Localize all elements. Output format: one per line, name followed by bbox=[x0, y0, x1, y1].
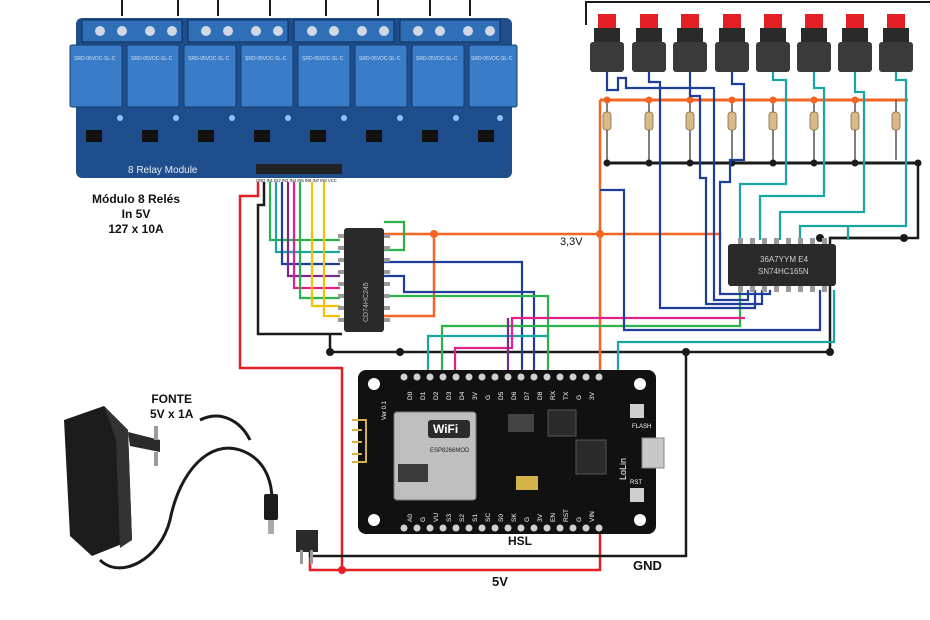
pin-label-top: D6 bbox=[511, 391, 518, 400]
push-buttons bbox=[590, 14, 913, 72]
push-button bbox=[838, 14, 872, 72]
push-button bbox=[715, 14, 749, 72]
pin-label-bottom: G bbox=[576, 517, 583, 522]
lolin-label: LoLin bbox=[618, 458, 628, 480]
relay-blocks bbox=[69, 44, 518, 108]
dc-jack bbox=[296, 530, 318, 564]
esp-module-name: ESP8266MOD bbox=[430, 448, 470, 454]
svg-text:SRD-05VDC-SL-C: SRD-05VDC-SL-C bbox=[245, 56, 287, 62]
relay-caption-line1: Módulo 8 Relés bbox=[92, 192, 181, 206]
pin-label-bottom: EN bbox=[550, 513, 557, 522]
svg-text:SRD-05VDC-SL-C: SRD-05VDC-SL-C bbox=[131, 56, 173, 62]
resistor-bodies bbox=[602, 111, 901, 131]
version-label: Ver 0.1 bbox=[382, 400, 388, 420]
pin-label-bottom: S2 bbox=[459, 514, 466, 522]
relay-terminals bbox=[81, 19, 501, 43]
pin-label-bottom: 3V bbox=[537, 513, 544, 522]
relay-load-lines bbox=[121, 0, 471, 16]
pin-label-top: G bbox=[576, 395, 583, 400]
pin-label-top: 3V bbox=[589, 391, 596, 400]
board-hsl-label: HSL bbox=[508, 534, 532, 548]
push-button bbox=[879, 14, 913, 72]
voltage-3v3-label: 3,3V bbox=[560, 236, 583, 248]
rst-button bbox=[630, 488, 644, 502]
fonte-caption-line2: 5V x 1A bbox=[150, 407, 194, 421]
pin-label-bottom: S1 bbox=[472, 514, 479, 522]
push-button bbox=[797, 14, 831, 72]
svg-text:SRD-05VDC-SL-C: SRD-05VDC-SL-C bbox=[188, 56, 230, 62]
svg-text:SRD-05VDC-SL-C: SRD-05VDC-SL-C bbox=[302, 56, 344, 62]
pin-label-bottom: VIN bbox=[589, 511, 596, 522]
push-button bbox=[590, 14, 624, 72]
push-button bbox=[756, 14, 790, 72]
usb-port bbox=[641, 437, 665, 469]
button-top-wire bbox=[585, 1, 930, 25]
gnd-label: GND bbox=[633, 558, 662, 573]
pin-label-bottom: SC bbox=[485, 513, 492, 522]
svg-text:SRD-05VDC-SL-C: SRD-05VDC-SL-C bbox=[471, 56, 513, 62]
push-button bbox=[673, 14, 707, 72]
pin-label-top: D5 bbox=[498, 391, 505, 400]
pin-label-top: D2 bbox=[433, 391, 440, 400]
relay-module: SRD-05VDC-SL-C SRD-05VDC-SL-C SRD-05VDC-… bbox=[69, 18, 518, 183]
fonte-caption-line1: FONTE bbox=[151, 392, 193, 406]
pin-label-bottom: G bbox=[420, 517, 427, 522]
pin-label-top: D8 bbox=[537, 391, 544, 400]
relay-module-caption: Módulo 8 Relés In 5V 127 x 10A bbox=[92, 192, 180, 237]
level-shifter-ic: CD74HC245 bbox=[338, 228, 390, 332]
relay-module-title: 8 Relay Module bbox=[128, 165, 198, 176]
pin-label-top: RX bbox=[550, 390, 557, 400]
power-supply-caption: FONTE 5V x 1A bbox=[150, 392, 193, 422]
pin-label-top: D1 bbox=[420, 391, 427, 400]
nodemcu-board: D0 D1 D2 D3 D4 3V G D5 D6 D7 D8 RX TX G … bbox=[352, 370, 665, 534]
pin-label-bottom: VU bbox=[433, 513, 440, 522]
svg-text:SRD-05VDC-SL-C: SRD-05VDC-SL-C bbox=[416, 56, 458, 62]
power-supply bbox=[64, 406, 278, 570]
shift-register-marking-1: 36A7YYM E4 bbox=[760, 255, 809, 264]
pin-label-bottom: S3 bbox=[446, 514, 453, 522]
svg-text:SRD-05VDC-SL-C: SRD-05VDC-SL-C bbox=[74, 56, 116, 62]
pin-label-top: D3 bbox=[446, 391, 453, 400]
pin-label-top: G bbox=[485, 395, 492, 400]
rst-label: RST bbox=[630, 480, 642, 486]
relay-pin-labels: GND IN1 IN2 IN3 IN4 IN5 IN6 IN7 IN8 VCC bbox=[256, 178, 337, 183]
pin-label-bottom: G bbox=[524, 517, 531, 522]
pin-label-top: D0 bbox=[407, 391, 414, 400]
wifi-logo-text: WiFi bbox=[433, 422, 458, 436]
voltage-5v-label: 5V bbox=[492, 574, 508, 589]
pin-label-bottom: RST bbox=[563, 509, 570, 522]
shift-register-marking-2: SN74HC165N bbox=[758, 267, 809, 276]
relay-caption-line3: 127 x 10A bbox=[108, 222, 164, 236]
pin-label-bottom: SK bbox=[511, 513, 518, 522]
push-button bbox=[632, 14, 666, 72]
pin-label-bottom: S0 bbox=[498, 514, 505, 522]
pin-label-bottom: A0 bbox=[407, 514, 414, 522]
level-shifter-marking: CD74HC245 bbox=[363, 282, 370, 322]
flash-button bbox=[630, 404, 644, 418]
pin-label-top: TX bbox=[563, 391, 570, 400]
pin-label-top: 3V bbox=[472, 391, 479, 400]
shift-register-ic: 36A7YYM E4 SN74HC165N bbox=[728, 238, 836, 292]
wifi-logo bbox=[428, 420, 470, 438]
pin-label-top: D7 bbox=[524, 391, 531, 400]
svg-text:SRD-05VDC-SL-C: SRD-05VDC-SL-C bbox=[359, 56, 401, 62]
pin-label-top: D4 bbox=[459, 391, 466, 400]
relay-caption-line2: In 5V bbox=[121, 207, 151, 221]
flash-label: FLASH bbox=[632, 424, 651, 430]
